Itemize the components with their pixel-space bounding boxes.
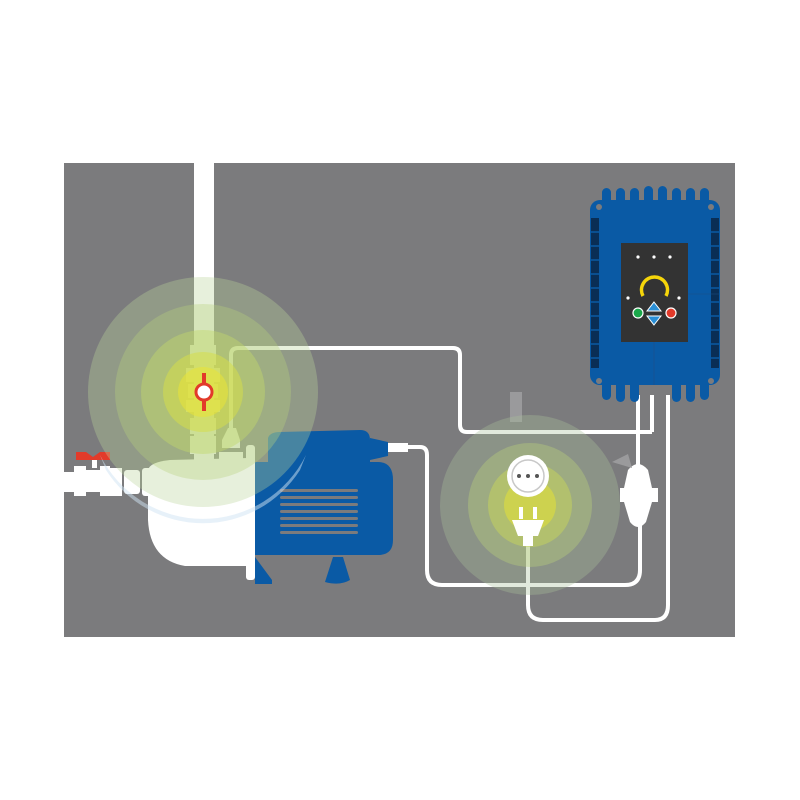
pump-power-wire <box>405 445 642 587</box>
red-led-icon <box>665 307 677 319</box>
motor-foot-left <box>255 557 272 584</box>
control-panel <box>621 243 688 342</box>
plug-icon <box>519 507 523 519</box>
plug-highlight <box>440 415 620 595</box>
valve-highlight <box>88 277 318 524</box>
up-arrow-icon <box>645 301 663 312</box>
controller <box>590 186 720 402</box>
wires <box>229 346 670 622</box>
speed-knob-icon <box>639 275 670 297</box>
cable-gland <box>388 443 408 452</box>
mains-wire <box>526 395 670 622</box>
pump <box>64 430 408 584</box>
valve-icon <box>194 382 214 402</box>
pressure-switch <box>222 428 240 448</box>
down-arrow-icon <box>645 315 663 326</box>
motor-body <box>255 462 365 555</box>
pump-housing <box>148 458 248 566</box>
motor-foot-right <box>325 557 350 584</box>
motor-end-cap <box>365 462 393 555</box>
motor-top <box>268 430 370 462</box>
pressure-switch-wire <box>229 346 652 440</box>
flow-sensor <box>612 454 658 527</box>
green-led-icon <box>632 307 644 319</box>
